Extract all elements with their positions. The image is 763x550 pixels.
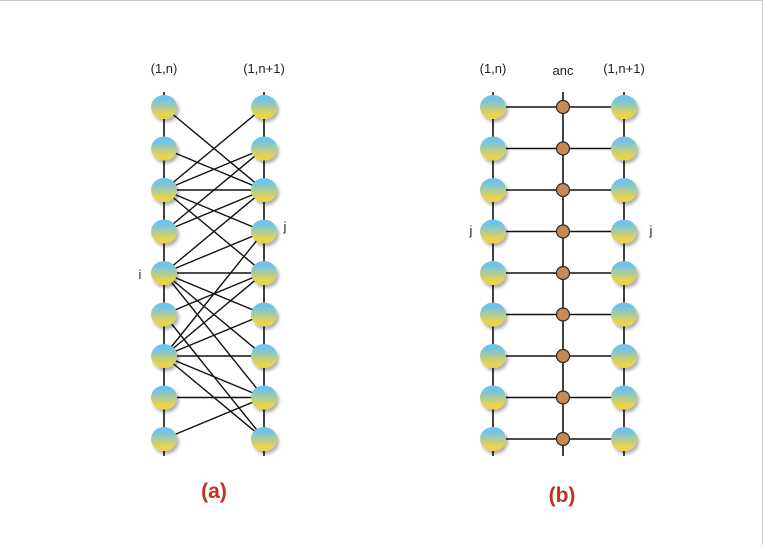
panel-a-right-node (251, 344, 277, 368)
panel-b-right-node (611, 261, 637, 285)
panel-a-left-node (151, 178, 177, 202)
panel-b-anc-node (555, 224, 571, 239)
panel-b-left-node (480, 95, 506, 119)
panel-a-i-label: i (139, 267, 142, 282)
panel-b-anc-node (555, 99, 571, 115)
panel-b-left-header: (1,n) (480, 61, 507, 76)
panel-a-right-node (251, 261, 277, 285)
panel-b-right-node (611, 427, 637, 451)
panel-a-edge (163, 147, 265, 191)
panel-a-right-node (251, 178, 277, 202)
panel-b-left-node (480, 427, 506, 451)
panel-b-left-node (480, 344, 506, 368)
panel-b-left-node (480, 385, 506, 410)
panel-a-edge (163, 396, 265, 440)
panel-a-edge (163, 230, 265, 274)
panel-b-anc-node (555, 141, 571, 156)
panel-b-anc-node (555, 390, 571, 405)
panel-b-left-node (480, 178, 506, 202)
panel-b-right-node (611, 95, 637, 119)
panel-a-edges (163, 106, 265, 440)
panel-b-right-node (611, 178, 637, 202)
panel-b-anc-node (555, 182, 571, 198)
panel-b-left-node (480, 261, 506, 285)
panel-b: (1,n) anc (1,n+1) j j (b) (469, 61, 653, 507)
panel-a-left-node (151, 302, 177, 327)
panel-b-right-node (611, 385, 637, 410)
panel-b-anc-node (555, 307, 571, 322)
panel-b-anc-node (555, 431, 571, 447)
panel-b-right-node (611, 219, 637, 244)
panel-a-left-node (151, 385, 177, 410)
panel-a-right-node (251, 95, 277, 119)
panel-a-edge (163, 189, 265, 274)
panel-a-right-node (251, 385, 277, 410)
panel-a-edge (163, 147, 265, 233)
panel-a-left-node (151, 344, 177, 368)
panel-b-right-node (611, 302, 637, 327)
panel-b-right-node (611, 136, 637, 161)
panel-a-left-node (151, 261, 177, 285)
panel-a-left-node (151, 95, 177, 119)
panel-a-left-node (151, 219, 177, 244)
panel-a-edge (163, 231, 265, 357)
panel-b-nodes (480, 95, 637, 451)
panel-b-left-node (480, 136, 506, 161)
panel-b-left-node (480, 219, 506, 244)
panel-b-caption: (b) (549, 484, 576, 507)
panel-a-left-header: (1,n) (151, 61, 178, 76)
panel-b-anc-node (555, 348, 571, 364)
panel-b-left-node (480, 302, 506, 327)
panel-a-right-node (251, 136, 277, 161)
panel-b-j-right-label: j (649, 223, 653, 238)
panel-a-left-node (151, 427, 177, 451)
panel-a-edge (163, 355, 265, 399)
panel-a-nodes (151, 95, 277, 451)
panel-b-j-left-label: j (469, 223, 473, 238)
panel-a-caption: (a) (201, 480, 227, 503)
panel-a-right-node (251, 219, 277, 244)
panel-a-right-node (251, 302, 277, 327)
panel-a-left-node (151, 136, 177, 161)
panel-a-edge (163, 189, 265, 233)
panel-a-j-label: j (283, 219, 287, 234)
panel-a-edge (163, 313, 265, 357)
panel-a-edge (163, 106, 265, 191)
panel-a-right-node (251, 427, 277, 451)
panel-a-edge (163, 272, 265, 357)
panel-a-right-header: (1,n+1) (243, 61, 285, 76)
panel-b-right-header: (1,n+1) (603, 61, 645, 76)
panel-b-anc-header: anc (553, 63, 574, 78)
panel-b-anc-node (555, 265, 571, 281)
panel-b-right-node (611, 344, 637, 368)
panel-a: (1,n) (1,n+1) i j (a) (139, 61, 287, 503)
